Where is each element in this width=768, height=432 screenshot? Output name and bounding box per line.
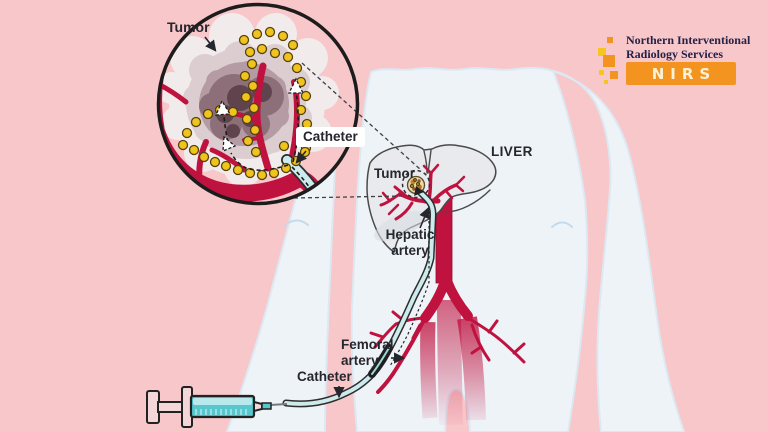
bead bbox=[282, 51, 294, 63]
bead bbox=[177, 139, 189, 151]
bead bbox=[209, 156, 221, 168]
projection-line-top bbox=[301, 62, 422, 171]
bead bbox=[278, 140, 290, 152]
bead bbox=[227, 106, 239, 118]
bead bbox=[239, 70, 251, 82]
inset-tumor-label: Tumor bbox=[167, 19, 210, 35]
bead bbox=[232, 164, 244, 176]
femoral-artery-line1: Femoral bbox=[341, 337, 394, 352]
logo-acronym-box: NIRS bbox=[626, 62, 736, 85]
logo-acronym-text: NIRS bbox=[651, 64, 717, 83]
bead bbox=[247, 80, 259, 92]
bead bbox=[202, 108, 214, 120]
syringe-scale-ticks bbox=[195, 409, 247, 415]
bead bbox=[244, 46, 256, 58]
bead bbox=[181, 127, 193, 139]
bead bbox=[188, 144, 200, 156]
bead bbox=[256, 169, 268, 181]
syringe bbox=[146, 386, 288, 428]
inset-catheter-arrow bbox=[295, 150, 308, 164]
bead bbox=[242, 135, 254, 147]
catheter-guide-dots bbox=[389, 206, 430, 367]
magnifier-ring bbox=[156, 2, 360, 206]
bead bbox=[300, 90, 312, 102]
bead bbox=[241, 113, 253, 125]
bead bbox=[190, 116, 202, 128]
catheter-tip-arrow bbox=[414, 186, 424, 196]
bead bbox=[256, 43, 268, 55]
bead bbox=[220, 160, 232, 172]
logo-name-line1: Northern Interventional bbox=[626, 33, 751, 47]
hepatic-artery-line1: Hepatic bbox=[385, 227, 435, 242]
bead bbox=[251, 28, 263, 40]
bead bbox=[246, 58, 258, 70]
inset-tumor-arrow bbox=[204, 36, 217, 52]
left-arm-crease bbox=[284, 219, 309, 226]
liver-label: LIVER bbox=[491, 144, 533, 159]
bead bbox=[240, 91, 252, 103]
right-arm-crease bbox=[551, 221, 573, 228]
bead bbox=[277, 30, 289, 42]
falciform-ligament bbox=[423, 150, 428, 174]
liver-inferior-margin bbox=[439, 189, 491, 213]
hepatic-artery-label: Hepatic artery bbox=[381, 227, 439, 259]
bead bbox=[280, 162, 292, 174]
syringe-plunger-rod bbox=[157, 401, 185, 413]
femoral-artery-line bbox=[376, 316, 427, 394]
logo-square-icon bbox=[604, 80, 608, 84]
femoral-artery-label: Femoral artery bbox=[341, 337, 395, 369]
logo-square-icon bbox=[610, 71, 618, 79]
hepatic-artery-arrow bbox=[419, 206, 430, 229]
bead bbox=[238, 34, 250, 46]
logo-square-icon bbox=[603, 55, 615, 67]
body-catheter-label: Catheter bbox=[297, 369, 352, 384]
right-arm bbox=[552, 70, 686, 432]
bead bbox=[250, 146, 262, 158]
bead bbox=[264, 26, 276, 38]
logo-name-line2: Radiology Services bbox=[626, 47, 723, 61]
hepatic-artery-tree bbox=[379, 163, 466, 221]
syringe-neck bbox=[253, 400, 263, 413]
logo-square-icon bbox=[598, 48, 606, 56]
hepatic-artery-line2: artery bbox=[391, 243, 429, 258]
tumor-highlight-circle bbox=[401, 169, 431, 199]
bead bbox=[269, 47, 281, 59]
logo-square-icon bbox=[599, 70, 604, 75]
body-tumor-label: Tumor bbox=[374, 166, 415, 181]
bead bbox=[291, 62, 303, 74]
bead bbox=[198, 151, 210, 163]
bead bbox=[287, 39, 299, 51]
bead bbox=[249, 124, 261, 136]
inset-catheter-label: Catheter bbox=[296, 127, 365, 147]
bead bbox=[248, 102, 260, 114]
femoral-artery-line2: artery bbox=[341, 353, 379, 368]
label-arrows bbox=[204, 36, 430, 399]
logo-square-icon bbox=[607, 37, 613, 43]
nirs-logo: Northern Interventional Radiology Servic… bbox=[596, 30, 768, 92]
femoral-flow-bands bbox=[420, 299, 486, 426]
syringe-tip bbox=[261, 402, 272, 410]
